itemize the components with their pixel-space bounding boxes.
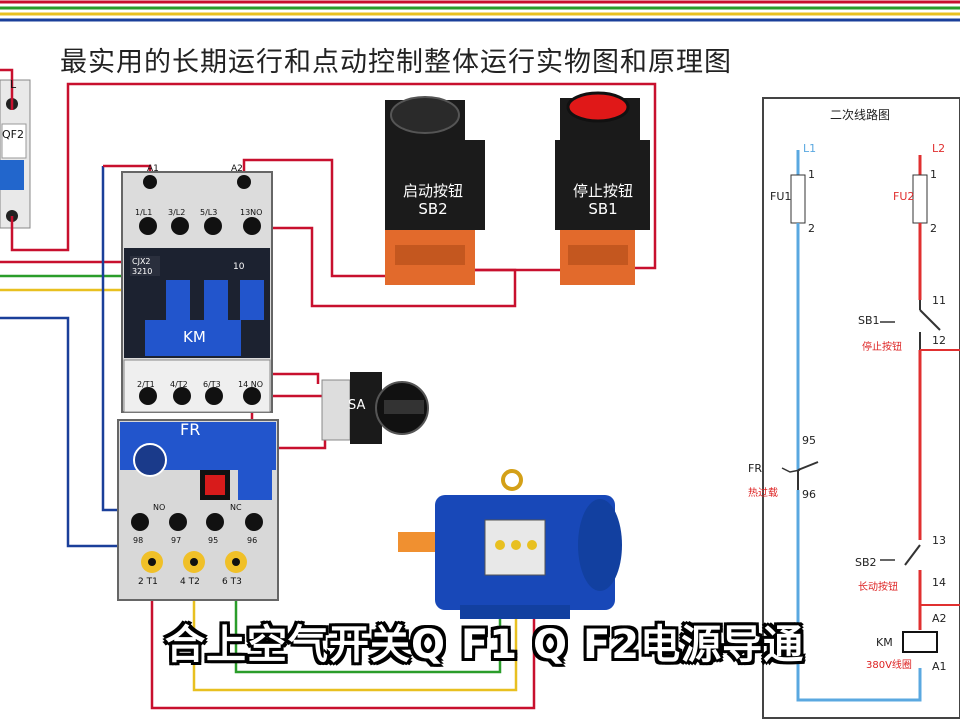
contactor-model: CJX2 xyxy=(132,257,151,266)
schematic-sb1-name: 停止按钮 xyxy=(862,342,902,353)
contactor-digits: 3210 xyxy=(132,267,153,276)
breaker-name: QF2 xyxy=(2,128,24,141)
schematic-panel xyxy=(762,97,960,719)
contactor-terminal-5l3: 5/L3 xyxy=(200,208,218,217)
start-button-sb2 xyxy=(385,96,485,285)
schematic-sb1-pin-12: 12 xyxy=(932,334,946,347)
schematic-coil-a2: A2 xyxy=(932,612,947,625)
schematic-coil-a1: A1 xyxy=(932,660,947,673)
breaker-top-label: L xyxy=(10,78,17,91)
stop-button-name: 停止按钮 xyxy=(572,182,633,200)
overload-terminal-95: 95 xyxy=(208,536,219,545)
schematic-fr-code: FR xyxy=(748,462,762,475)
overload-out-6t3: 6 T3 xyxy=(222,577,242,587)
contactor-coil-a2: A2 xyxy=(231,164,243,174)
schematic-fu2-pin-1: 1 xyxy=(930,168,937,181)
contactor-terminal-14no: 14 NO xyxy=(238,380,264,389)
stop-button-code: SB1 xyxy=(588,200,618,218)
schematic-sb2-pin-14: 14 xyxy=(932,576,946,589)
contactor-coil-a1: A1 xyxy=(147,164,159,174)
schematic-fu2: FU2 xyxy=(893,190,915,203)
schematic-fu1-pin-2: 2 xyxy=(808,222,815,235)
contactor-terminal-1l1: 1/L1 xyxy=(135,208,153,217)
selector-switch-sa xyxy=(321,372,429,444)
schematic-km-code: KM xyxy=(876,636,893,649)
schematic-fr-name: 热过载 xyxy=(748,488,778,499)
schematic-km-name: 380V线圈 xyxy=(866,660,912,671)
contactor-label: KM xyxy=(183,328,206,346)
page-title: 最实用的长期运行和点动控制整体运行实物图和原理图 xyxy=(60,47,732,78)
schematic-sb2-code: SB2 xyxy=(855,556,877,569)
schematic-sb2-name: 长动按钮 xyxy=(858,582,898,593)
contactor-km xyxy=(121,171,273,413)
start-button-name: 启动按钮 xyxy=(402,182,463,200)
contactor-terminal-2t1: 2/T1 xyxy=(137,380,155,389)
schematic-sb1-code: SB1 xyxy=(858,314,880,327)
overload-label: FR xyxy=(180,420,201,439)
overload-terminal-96: 96 xyxy=(247,536,258,545)
contactor-terminal-6t3: 6/T3 xyxy=(203,380,221,389)
supply-lines xyxy=(0,0,960,22)
schematic-l2: L2 xyxy=(932,142,946,155)
motor xyxy=(398,469,622,619)
schematic-l1: L1 xyxy=(803,142,817,155)
schematic-fu2-pin-2: 2 xyxy=(930,222,937,235)
stop-button-sb1 xyxy=(555,91,650,285)
overload-terminal-97: 97 xyxy=(171,536,182,545)
contactor-terminal-13no: 13NO xyxy=(240,208,263,217)
overload-out-4t2: 4 T2 xyxy=(180,577,200,587)
overload-terminal-98: 98 xyxy=(133,536,144,545)
start-button-code: SB2 xyxy=(418,200,448,218)
schematic-sb1-pin-11: 11 xyxy=(932,294,946,307)
video-subtitle: 合上空气开关Q F1 Q F2电源导通 xyxy=(165,622,805,668)
overload-mark-nc: NC xyxy=(230,503,242,512)
overload-out-2t1: 2 T1 xyxy=(138,577,158,587)
overload-relay-fr xyxy=(117,419,279,601)
selector-code: SA xyxy=(348,398,366,413)
schematic-fu1: FU1 xyxy=(770,190,792,203)
contactor-terminal-4t2: 4/T2 xyxy=(170,380,188,389)
overload-mark-no: NO xyxy=(153,503,166,512)
schematic-fu1-pin-1: 1 xyxy=(808,168,815,181)
schematic-title: 二次线路图 xyxy=(830,108,891,122)
schematic-sb2-pin-13: 13 xyxy=(932,534,946,547)
breaker-qf2 xyxy=(0,79,31,229)
schematic-fr-pin-95: 95 xyxy=(802,434,816,447)
contactor-rating: 10 xyxy=(233,262,245,272)
schematic-fr-pin-96: 96 xyxy=(802,488,816,501)
contactor-terminal-3l2: 3/L2 xyxy=(168,208,186,217)
